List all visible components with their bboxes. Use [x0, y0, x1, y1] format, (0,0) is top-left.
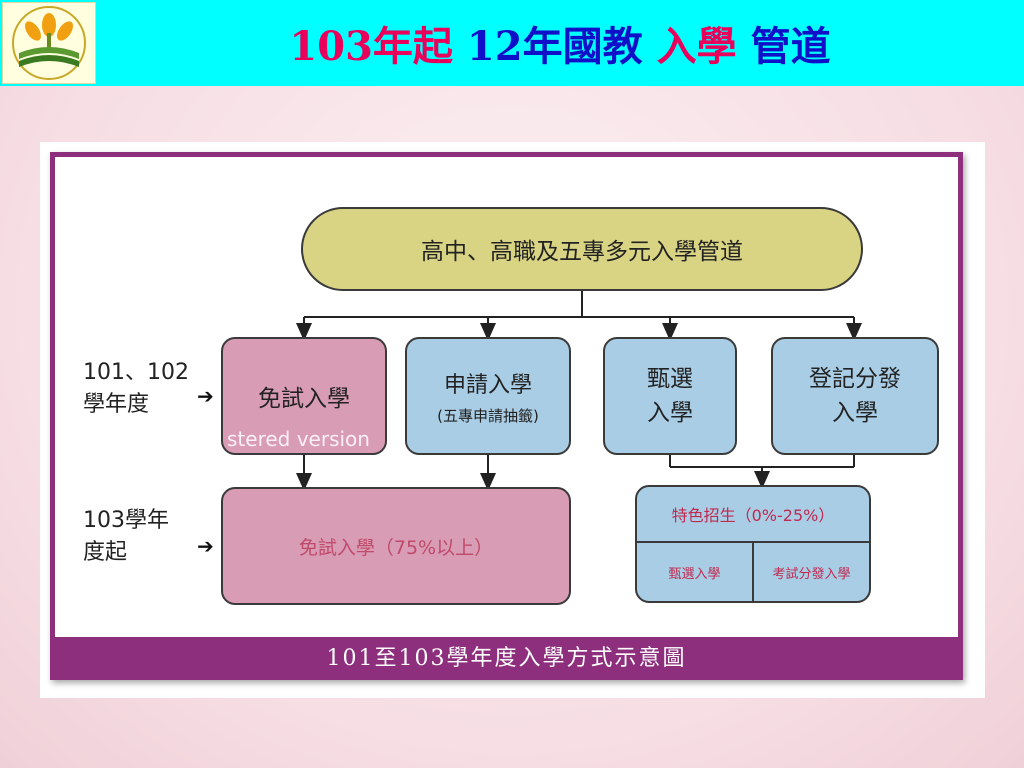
node-application-label: 申請入學 [443, 372, 532, 398]
diagram-caption-text: 101至103學年度入學方式示意圖 [326, 646, 687, 671]
node-exam-free-103: 免試入學（75%以上） [221, 487, 571, 605]
node-registration-line1: 登記分發 [809, 366, 901, 392]
page-title: 103年起 12年國教 入學 管道 [180, 8, 940, 78]
right-arrow-icon: ➔ [197, 384, 214, 408]
title-program: 12年國教 [466, 23, 643, 70]
row2-label-line1: 103學年 [83, 508, 169, 533]
special-admission-options: 甄選入學 考試分發入學 [637, 543, 869, 601]
title-admission: 入學 [656, 23, 737, 70]
diagram-panel: 高中、高職及五專多元入學管道 101、102 學年度 ➔ 103學年 度起 ➔ … [50, 152, 963, 680]
special-admission-selection: 甄選入學 [668, 566, 721, 582]
node-exam-free: 免試入學 [221, 337, 387, 455]
row1-label: 101、102 學年度 [83, 357, 189, 421]
connector-lines [296, 291, 862, 491]
node-selection-line1: 甄選 [647, 366, 693, 392]
node-special-admission: 特色招生（0%-25%） 甄選入學 考試分發入學 [635, 485, 871, 603]
node-application-sub: (五專申請抽籤) [437, 406, 539, 425]
root-label: 高中、高職及五專多元入學管道 [421, 239, 743, 265]
school-logo [2, 2, 96, 84]
node-selection: 甄選 入學 [603, 337, 737, 455]
title-year: 103年起 [289, 23, 453, 70]
row2-label-line2: 度起 [83, 540, 128, 565]
node-registration: 登記分發 入學 [771, 337, 939, 455]
node-application: 申請入學 (五專申請抽籤) [405, 337, 571, 455]
header-bar: 103年起 12年國教 入學 管道 [0, 0, 1024, 86]
diagram-caption: 101至103學年度入學方式示意圖 [55, 637, 958, 675]
node-exam-free-label: 免試入學 [258, 386, 350, 412]
root-node: 高中、高職及五專多元入學管道 [301, 207, 863, 291]
node-selection-line2: 入學 [647, 400, 693, 426]
diagram-image: 高中、高職及五專多元入學管道 101、102 學年度 ➔ 103學年 度起 ➔ … [40, 142, 985, 698]
title-channels: 管道 [750, 23, 831, 70]
node-registration-line2: 入學 [832, 400, 878, 426]
row1-label-line1: 101、102 [83, 360, 189, 385]
row2-label: 103學年 度起 [83, 505, 169, 569]
special-admission-title: 特色招生（0%-25%） [637, 487, 869, 543]
special-admission-exam: 考試分發入學 [752, 543, 869, 601]
right-arrow-icon: ➔ [197, 534, 214, 558]
row1-label-line2: 學年度 [83, 392, 150, 417]
node-exam-free-103-label: 免試入學（75%以上） [298, 536, 494, 559]
